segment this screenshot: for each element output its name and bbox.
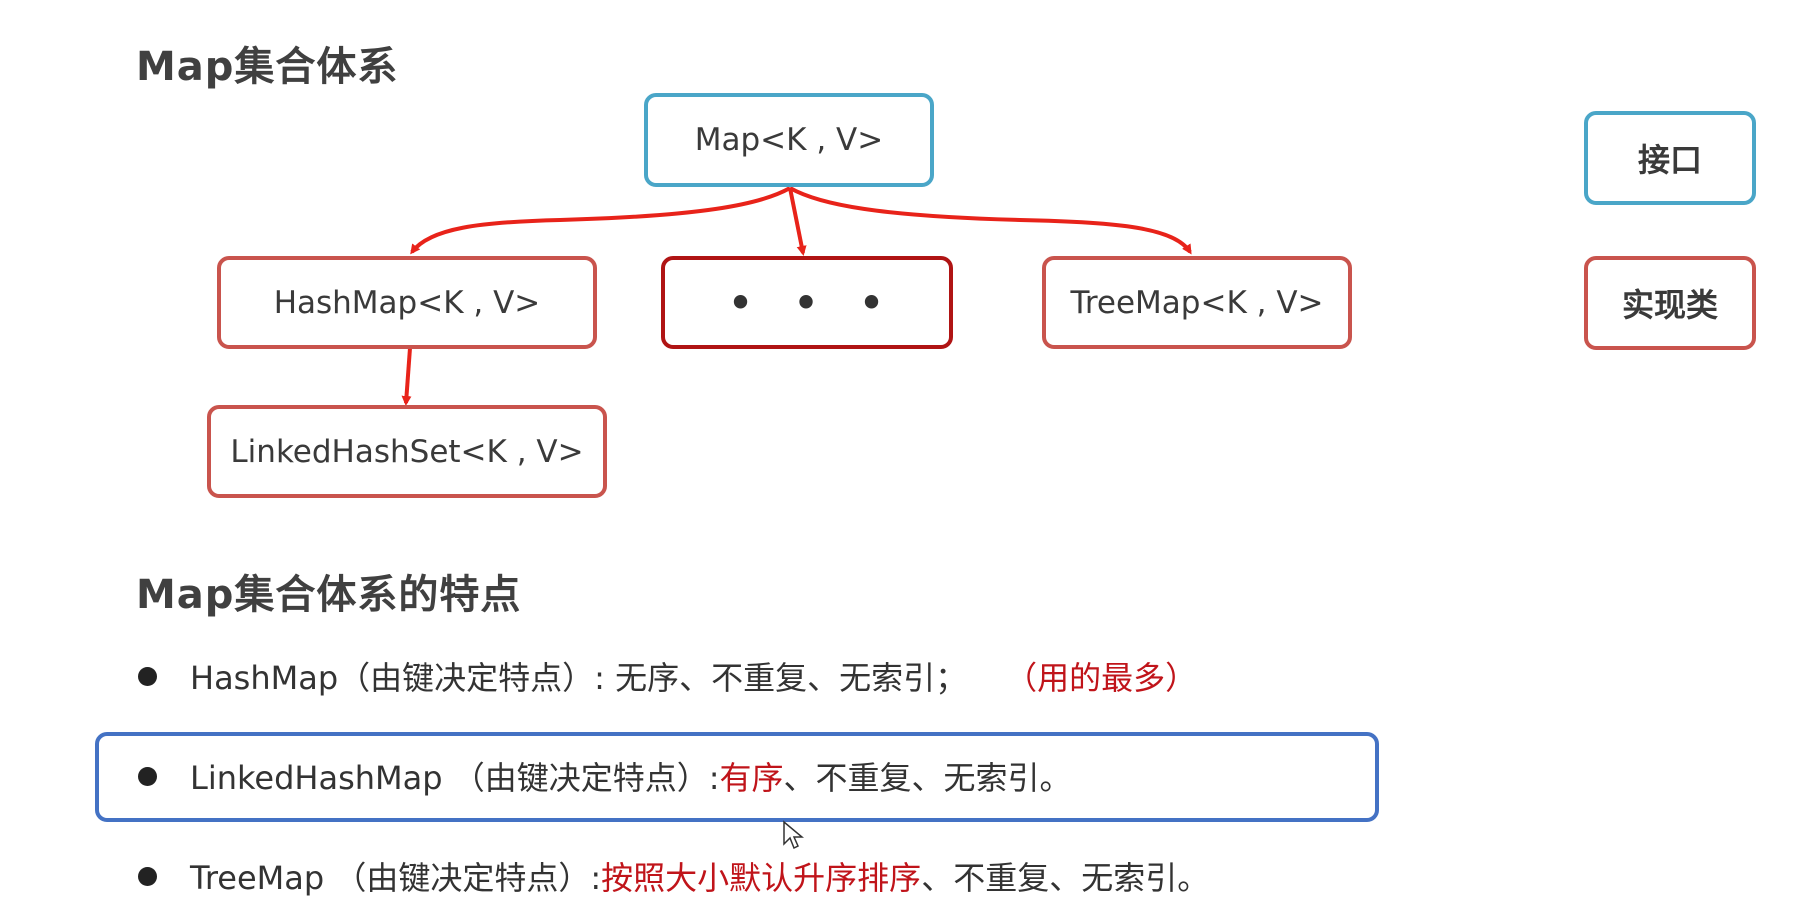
feature-hashmap-text: HashMap（由键决定特点）: 无序、不重复、无索引； [190,659,968,697]
arrow-map-to-treemap [789,186,1192,255]
feature-hashmap-emphasis: （用的最多） [1005,659,1198,697]
node-ellipsis-label: • • • [728,280,898,325]
diagram-heading: Map集合体系 [136,44,399,90]
arrow-hashmap-to-linked [401,347,412,406]
feature-linkedhashmap-emphasis: 有序 [719,759,784,797]
highlight-frame [95,732,1379,822]
feature-linkedhashmap-text: LinkedHashMap （由键决定特点）: [190,759,720,797]
arrow-map-to-ellipsis [788,187,807,256]
node-map-interface: Map<K , V> [644,93,934,187]
node-hashmap: HashMap<K , V> [217,256,597,349]
node-hashmap-label: HashMap<K , V> [273,284,541,321]
bullet-icon [138,866,157,886]
feature-hashmap: HashMap（由键决定特点）: 无序、不重复、无索引； （用的最多） [138,646,1197,706]
node-linkedhashset: LinkedHashSet<K , V> [207,405,607,498]
node-treemap: TreeMap<K , V> [1042,256,1352,349]
feature-linkedhashmap-suffix: 、不重复、无索引。 [783,759,1072,797]
node-map-label: Map<K , V> [694,122,884,158]
node-ellipsis: • • • [661,256,953,349]
legend-interface-label: 接口 [1637,141,1702,179]
node-treemap-label: TreeMap<K , V> [1070,284,1324,321]
features-heading: Map集合体系的特点 [136,572,522,618]
feature-treemap-emphasis: 按照大小默认升序排序 [601,859,922,897]
legend-impl: 实现类 [1584,256,1756,350]
mouse-cursor-icon [783,820,804,850]
feature-treemap-suffix: 、不重复、无索引。 [921,859,1210,897]
feature-linkedhashmap: LinkedHashMap （由键决定特点）: 有序 、不重复、无索引。 [138,746,1072,806]
feature-treemap-text: TreeMap （由键决定特点）: [190,859,602,897]
legend-interface: 接口 [1584,111,1756,205]
bullet-icon [138,666,157,686]
feature-treemap: TreeMap （由键决定特点）: 按照大小默认升序排序 、不重复、无索引。 [138,846,1209,906]
node-linkedhashset-label: LinkedHashSet<K , V> [230,433,584,470]
bullet-icon [138,766,157,786]
legend-impl-label: 实现类 [1621,286,1718,324]
arrow-map-to-hashmap [410,186,791,255]
